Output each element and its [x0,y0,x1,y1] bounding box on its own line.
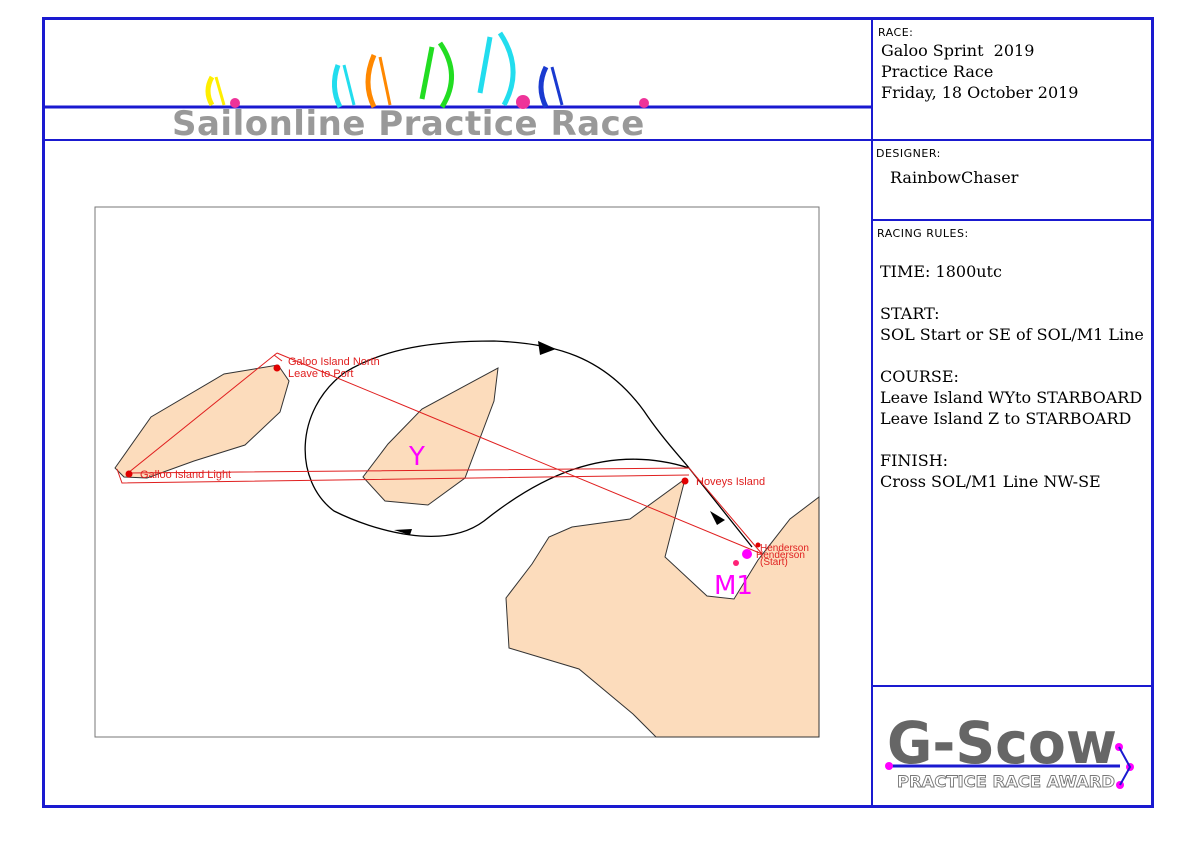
banner-panel: Sailonline Practice Race [42,17,873,144]
designer-header: DESIGNER: [876,147,941,160]
label-start: (Start) [760,557,788,568]
designer-panel: DESIGNER: RainbowChaser [871,139,1154,221]
route-lines [116,352,763,555]
sail-orange-icon [365,54,377,109]
race-date: Friday, 18 October 2019 [881,83,1079,102]
sail-blue-icon [538,65,549,109]
label-island-y: Y [408,442,425,472]
rules-start-header: START: [880,304,940,323]
rules-panel: RACING RULES: TIME: 1800utc START: SOL S… [871,219,1154,687]
label-henderson-1: Henderson [760,543,809,554]
course-map: Galoo Island North Leave to Port Galloo … [94,206,820,738]
race-header: RACE: [878,26,914,39]
rules-start-text: SOL Start or SE of SOL/M1 Line [880,325,1144,344]
galloo-island [114,364,290,479]
buoy-icon-1 [230,98,240,108]
mark-galoo-north [273,364,281,372]
rules-finish-text: Cross SOL/M1 Line NW-SE [880,472,1101,491]
buoy-icon-3 [639,98,649,108]
arrow-icon-2 [394,529,412,535]
mark-m1-start [742,549,752,559]
rules-header: RACING RULES: [877,227,969,240]
arrow-icon-3 [710,511,725,525]
award-logo: G-Scow PRACTICE RACE AWARD [885,709,1134,791]
sail-cyan2-icon [477,36,493,94]
map-panel: Galoo Island North Leave to Port Galloo … [42,139,873,808]
mark-henderson-1 [755,542,761,548]
buoy-icon-2 [516,95,530,109]
rules-course-header: COURSE: [880,367,959,386]
award-subtitle: PRACTICE RACE AWARD [897,772,1115,791]
label-mark-m1: M1 [714,571,753,601]
rules-course-line1: Leave Island WYto STARBOARD [880,388,1143,407]
award-panel: G-Scow PRACTICE RACE AWARD [871,685,1154,808]
course-loop [304,340,753,548]
sail-yellow-icon [205,75,215,107]
designer-name: RainbowChaser [890,168,1019,187]
mark-galoo-light [125,470,133,478]
label-henderson-2: Henderson [756,550,805,561]
sail-cyan-icon [332,64,343,109]
race-type: Practice Race [881,62,994,81]
banner-title: Sailonline Practice Race [172,104,645,144]
mark-hoveys [681,477,689,485]
race-name: Galoo Sprint 2019 [881,41,1035,60]
banner-graphic [44,31,871,109]
label-galoo-north-2: Leave to Port [288,368,353,380]
arrow-icon-1 [538,341,556,355]
mark-henderson-2 [733,560,739,566]
sail-green-icon [419,46,435,100]
label-galoo-light: Galloo Island Light [140,469,231,481]
label-hoveys: Hoveys Island [696,476,765,488]
rules-course-line2: Leave Island Z to STARBOARD [880,409,1132,428]
race-panel: RACE: Galoo Sprint 2019 Practice Race Fr… [871,17,1154,141]
label-galoo-north-1: Galoo Island North [288,356,380,368]
rules-finish-header: FINISH: [880,451,949,470]
mainland [505,477,820,738]
rules-time: TIME: 1800utc [880,262,1002,281]
